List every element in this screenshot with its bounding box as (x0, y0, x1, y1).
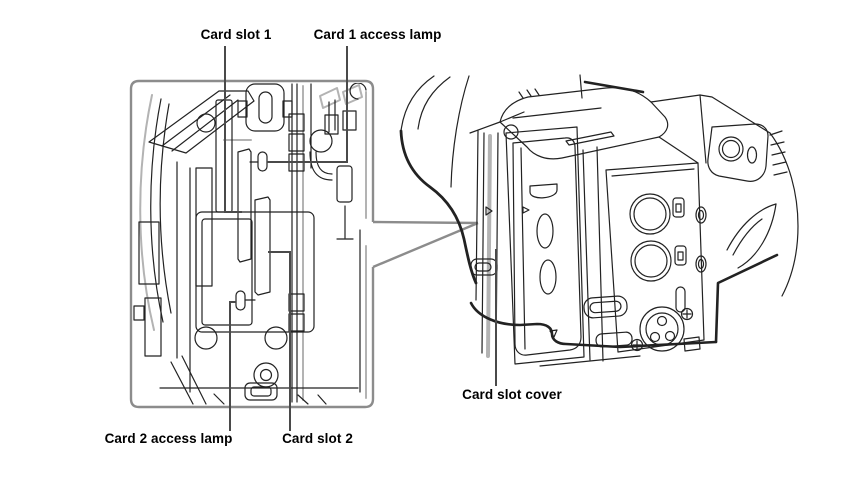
label-card-slot-1: Card slot 1 (200, 27, 272, 42)
lens-hood (399, 75, 478, 285)
body-right-side (714, 132, 799, 344)
label-card-slot-2: Card slot 2 (282, 431, 353, 446)
audio-knob-2 (630, 240, 672, 282)
card-slot-cover-shape (505, 126, 585, 365)
leader-card-slot-2 (268, 251, 291, 431)
upper-right-cluster (309, 83, 367, 393)
jog-dial (718, 136, 744, 162)
card-slot-detail-drawing (133, 83, 367, 405)
slot-rails (288, 83, 305, 403)
front-edge-strip (470, 130, 499, 361)
camera-bottom-edge (469, 301, 718, 367)
bottom-fasteners (194, 326, 288, 401)
leader-card-2-access-lamp (229, 301, 236, 431)
leader-card-1-access-lamp (267, 46, 348, 163)
leader-card-slot-1 (224, 46, 242, 213)
connector-panel (605, 162, 705, 353)
card-slot-2-shape (254, 196, 271, 296)
panel-screw-1 (680, 307, 694, 321)
magnifier-wedge-top-line (372, 220, 479, 225)
audio-knob-1 (629, 193, 671, 235)
latch-band (148, 90, 255, 154)
xlr-connector (639, 306, 685, 352)
audio-switch-1 (672, 197, 685, 218)
screw-hole (196, 113, 216, 133)
camera-side-drawing (399, 74, 799, 367)
detail-gray-shading (139, 84, 367, 401)
dial-button (746, 146, 758, 164)
card-2-access-lamp-shape (235, 290, 256, 311)
leader-lines (224, 46, 497, 431)
viewfinder-dial-plate (707, 123, 788, 182)
label-card-1-access-lamp: Card 1 access lamp (313, 27, 442, 42)
callout-box-border (129, 79, 375, 409)
eject-button-block (237, 83, 293, 132)
audio-switch-2 (674, 245, 687, 266)
card-1-access-lamp-shape (249, 151, 268, 172)
detail-lines (133, 161, 359, 405)
grip-edge-arcs (150, 98, 172, 323)
label-card-2-access-lamp: Card 2 access lamp (104, 431, 233, 446)
label-card-slot-cover: Card slot cover (462, 387, 562, 402)
door-frame (582, 146, 633, 362)
strap-lugs (695, 206, 707, 273)
top-housing (469, 74, 771, 164)
